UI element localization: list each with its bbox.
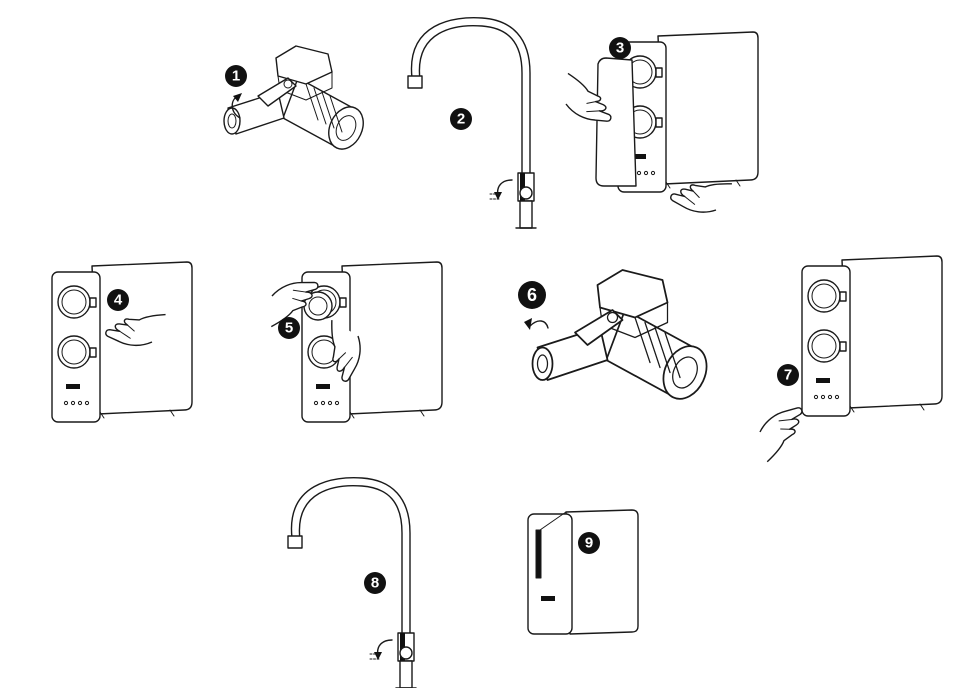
faucet-illustration bbox=[407, 17, 537, 229]
rotate-arrow-icon bbox=[231, 93, 242, 119]
front-cover-panel bbox=[595, 57, 637, 187]
svg-text:6: 6 bbox=[527, 285, 537, 305]
step-badge: 4 bbox=[107, 289, 129, 311]
step-badge: 6 bbox=[518, 281, 546, 309]
step-badge: 2 bbox=[450, 108, 472, 130]
svg-text:2: 2 bbox=[457, 111, 465, 128]
svg-text:1: 1 bbox=[232, 68, 240, 85]
purifier-illustration bbox=[801, 255, 943, 417]
step-badge: 8 bbox=[364, 572, 386, 594]
step-badge: 9 bbox=[578, 532, 600, 554]
svg-text:8: 8 bbox=[371, 575, 379, 592]
rotate-arrow-icon bbox=[524, 318, 549, 330]
svg-text:7: 7 bbox=[784, 367, 792, 384]
svg-text:3: 3 bbox=[616, 40, 624, 57]
svg-text:9: 9 bbox=[585, 535, 593, 552]
valve-illustration bbox=[531, 269, 716, 407]
purifier-closed-illustration bbox=[527, 509, 639, 635]
svg-text:5: 5 bbox=[285, 320, 293, 337]
step-badge: 1 bbox=[225, 65, 247, 87]
purifier-illustration bbox=[301, 261, 443, 423]
step-badge: 7 bbox=[777, 364, 799, 386]
step-badge: 5 bbox=[278, 317, 300, 339]
faucet-illustration bbox=[287, 477, 417, 688]
step-badge: 3 bbox=[609, 37, 631, 59]
filter-cartridge bbox=[303, 291, 333, 321]
valve-illustration bbox=[223, 45, 371, 156]
purifier-illustration bbox=[617, 31, 759, 193]
svg-text:4: 4 bbox=[114, 292, 123, 309]
